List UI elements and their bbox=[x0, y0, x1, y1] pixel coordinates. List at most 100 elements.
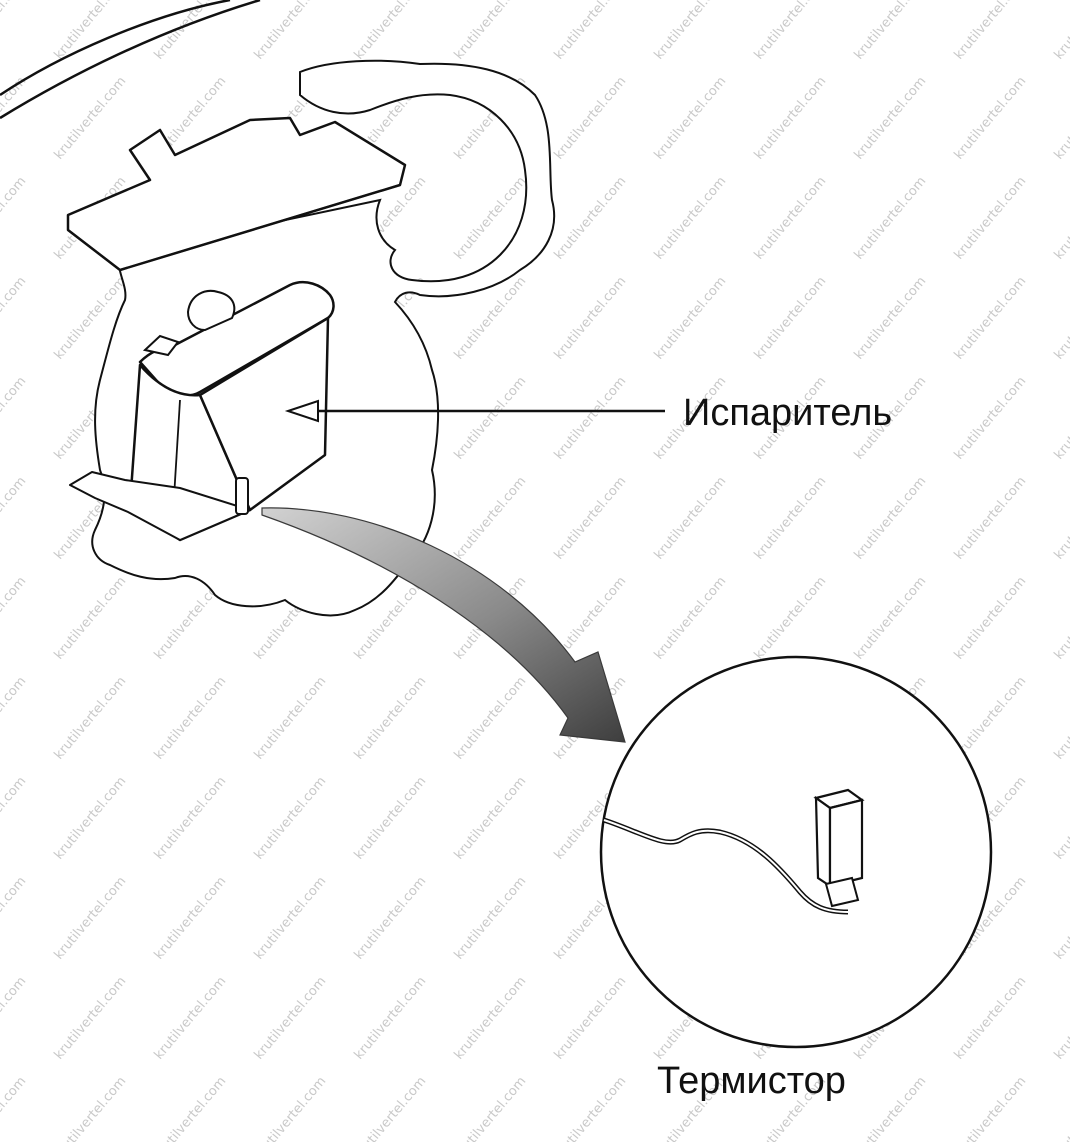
watermark-text: krutilvertel.com bbox=[0, 674, 29, 763]
watermark-text: krutilvertel.com bbox=[252, 0, 330, 63]
watermark-text: krutilvertel.com bbox=[952, 474, 1030, 563]
watermark-text: krutilvertel.com bbox=[0, 474, 29, 563]
watermark-text: krutilvertel.com bbox=[0, 174, 29, 263]
watermark-text: krutilvertel.com bbox=[452, 0, 530, 63]
watermark-text: krutilvertel.com bbox=[652, 474, 730, 563]
watermark-text: krutilvertel.com bbox=[852, 174, 930, 263]
thermistor-large bbox=[813, 788, 865, 908]
watermark-text: krutilvertel.com bbox=[1052, 574, 1070, 663]
body-curve-outer bbox=[0, 0, 231, 97]
watermark-text: krutilvertel.com bbox=[952, 74, 1030, 163]
watermark-text: krutilvertel.com bbox=[0, 0, 29, 63]
watermark-text: krutilvertel.com bbox=[852, 0, 930, 63]
watermark-text: krutilvertel.com bbox=[952, 674, 1030, 763]
watermark-text: krutilvertel.com bbox=[1052, 674, 1070, 763]
watermark-text: krutilvertel.com bbox=[1052, 0, 1070, 63]
drain-knob bbox=[186, 290, 236, 332]
watermark-text: krutilvertel.com bbox=[252, 774, 330, 863]
watermark-text: krutilvertel.com bbox=[552, 474, 630, 563]
zoom-arrow bbox=[261, 507, 626, 743]
watermark-text: krutilvertel.com bbox=[1052, 774, 1070, 863]
watermark-text: krutilvertel.com bbox=[152, 674, 230, 763]
watermark-text: krutilvertel.com bbox=[652, 274, 730, 363]
watermark-text: krutilvertel.com bbox=[452, 1074, 530, 1142]
watermark-text: krutilvertel.com bbox=[652, 574, 730, 663]
watermark-text: krutilvertel.com bbox=[152, 774, 230, 863]
watermark-text: krutilvertel.com bbox=[352, 974, 430, 1063]
watermark-text: krutilvertel.com bbox=[152, 974, 230, 1063]
watermark-text: krutilvertel.com bbox=[1052, 174, 1070, 263]
watermark-text: krutilvertel.com bbox=[952, 574, 1030, 663]
zoom-circle bbox=[599, 655, 993, 1049]
thermistor-small bbox=[235, 477, 249, 515]
watermark-text: krutilvertel.com bbox=[1052, 74, 1070, 163]
watermark-text: krutilvertel.com bbox=[252, 874, 330, 963]
watermark-text: krutilvertel.com bbox=[252, 674, 330, 763]
watermark-text: krutilvertel.com bbox=[1052, 974, 1070, 1063]
watermark-text: krutilvertel.com bbox=[0, 874, 29, 963]
watermark-text: krutilvertel.com bbox=[0, 1074, 29, 1142]
evaporator-leader bbox=[284, 399, 665, 423]
watermark-text: krutilvertel.com bbox=[352, 774, 430, 863]
watermark-text: krutilvertel.com bbox=[352, 674, 430, 763]
watermark-text: krutilvertel.com bbox=[752, 474, 830, 563]
watermark-text: krutilvertel.com bbox=[352, 0, 430, 63]
watermark-text: krutilvertel.com bbox=[1052, 874, 1070, 963]
watermark-text: krutilvertel.com bbox=[52, 674, 130, 763]
watermark-text: krutilvertel.com bbox=[952, 374, 1030, 463]
watermark-text: krutilvertel.com bbox=[852, 574, 930, 663]
watermark-text: krutilvertel.com bbox=[652, 0, 730, 63]
watermark-text: krutilvertel.com bbox=[752, 74, 830, 163]
evaporator-unit bbox=[69, 280, 335, 542]
watermark-text: krutilvertel.com bbox=[452, 874, 530, 963]
watermark-text: krutilvertel.com bbox=[552, 174, 630, 263]
watermark-text: krutilvertel.com bbox=[1052, 1074, 1070, 1142]
watermark-text: krutilvertel.com bbox=[52, 574, 130, 663]
watermark-text: krutilvertel.com bbox=[752, 0, 830, 63]
watermark-text: krutilvertel.com bbox=[752, 174, 830, 263]
watermark-text: krutilvertel.com bbox=[952, 174, 1030, 263]
watermark-text: krutilvertel.com bbox=[752, 274, 830, 363]
watermark-text: krutilvertel.com bbox=[552, 0, 630, 63]
watermark-text: krutilvertel.com bbox=[252, 974, 330, 1063]
evaporator-label: Испаритель bbox=[683, 392, 893, 434]
watermark-text: krutilvertel.com bbox=[452, 674, 530, 763]
watermark-text: krutilvertel.com bbox=[552, 274, 630, 363]
watermark-text: krutilvertel.com bbox=[452, 374, 530, 463]
thermistor-wire-core bbox=[603, 819, 849, 913]
watermark-text: krutilvertel.com bbox=[0, 574, 29, 663]
watermark-text: krutilvertel.com bbox=[52, 774, 130, 863]
watermark-text: krutilvertel.com bbox=[552, 74, 630, 163]
watermark-text: krutilvertel.com bbox=[0, 274, 29, 363]
watermark-text: krutilvertel.com bbox=[52, 974, 130, 1063]
watermark-text: krutilvertel.com bbox=[252, 1074, 330, 1142]
watermark-text: krutilvertel.com bbox=[1052, 474, 1070, 563]
watermark-text: krutilvertel.com bbox=[852, 274, 930, 363]
thermistor-label: Термистор bbox=[657, 1060, 846, 1102]
watermark-text: krutilvertel.com bbox=[552, 1074, 630, 1142]
watermark-text: krutilvertel.com bbox=[952, 0, 1030, 63]
watermark-text: krutilvertel.com bbox=[1052, 274, 1070, 363]
watermark-text: krutilvertel.com bbox=[352, 1074, 430, 1142]
watermark-text: krutilvertel.com bbox=[52, 1074, 130, 1142]
watermark-text: krutilvertel.com bbox=[152, 874, 230, 963]
watermark-text: krutilvertel.com bbox=[952, 274, 1030, 363]
watermark-text: krutilvertel.com bbox=[652, 174, 730, 263]
watermark-text: krutilvertel.com bbox=[852, 474, 930, 563]
watermark-text: krutilvertel.com bbox=[552, 374, 630, 463]
watermark-text: krutilvertel.com bbox=[1052, 374, 1070, 463]
watermark-text: krutilvertel.com bbox=[452, 774, 530, 863]
tray-edge bbox=[67, 184, 401, 272]
watermark-text: krutilvertel.com bbox=[0, 74, 29, 163]
evaporator-bracket bbox=[69, 471, 251, 541]
watermark-text: krutilvertel.com bbox=[852, 74, 930, 163]
watermark-text: krutilvertel.com bbox=[652, 74, 730, 163]
body-curve-inner bbox=[0, 0, 261, 120]
watermark-text: krutilvertel.com bbox=[152, 1074, 230, 1142]
watermark-text: krutilvertel.com bbox=[952, 1074, 1030, 1142]
watermark-text: krutilvertel.com bbox=[0, 374, 29, 463]
watermark-text: krutilvertel.com bbox=[52, 874, 130, 963]
watermark-text: krutilvertel.com bbox=[952, 974, 1030, 1063]
watermark-text: krutilvertel.com bbox=[52, 74, 130, 163]
